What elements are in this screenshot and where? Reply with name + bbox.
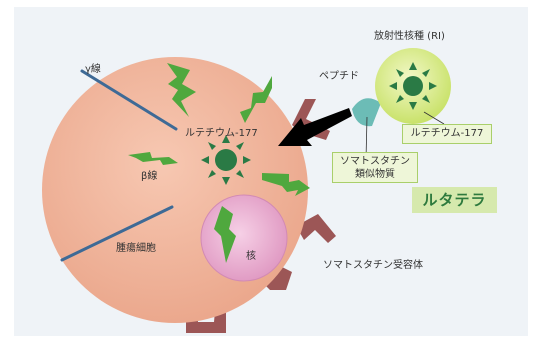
peptide-linker <box>352 98 381 160</box>
radionuclide-label: 放射性核種 (RI) <box>374 31 445 43</box>
somatostatin-analog-box: ソマトスタチン 類似物質 <box>332 152 418 183</box>
analog-line-2: 類似物質 <box>333 168 417 181</box>
peptide-label: ペプチド <box>319 71 359 83</box>
nucleus-label: 核 <box>246 251 256 263</box>
lu177-box: ルテチウム-177 <box>402 124 492 144</box>
lu177-box-label: ルテチウム-177 <box>411 128 484 139</box>
analog-line-1: ソマトスタチン <box>333 155 417 168</box>
atom-burst-icon <box>201 135 251 185</box>
receptor-label: ソマトスタチン受容体 <box>323 260 423 272</box>
atom-burst-icon <box>389 62 437 110</box>
nucleus <box>201 195 287 281</box>
beta-ray-label: β線 <box>141 171 157 183</box>
product-name-badge: ルタテラ <box>412 187 497 213</box>
tumor-cell-label: 腫瘍細胞 <box>116 243 156 255</box>
gamma-ray-label: γ線 <box>85 64 101 76</box>
lu177-cell-label: ルテチウム-177 <box>185 128 258 140</box>
